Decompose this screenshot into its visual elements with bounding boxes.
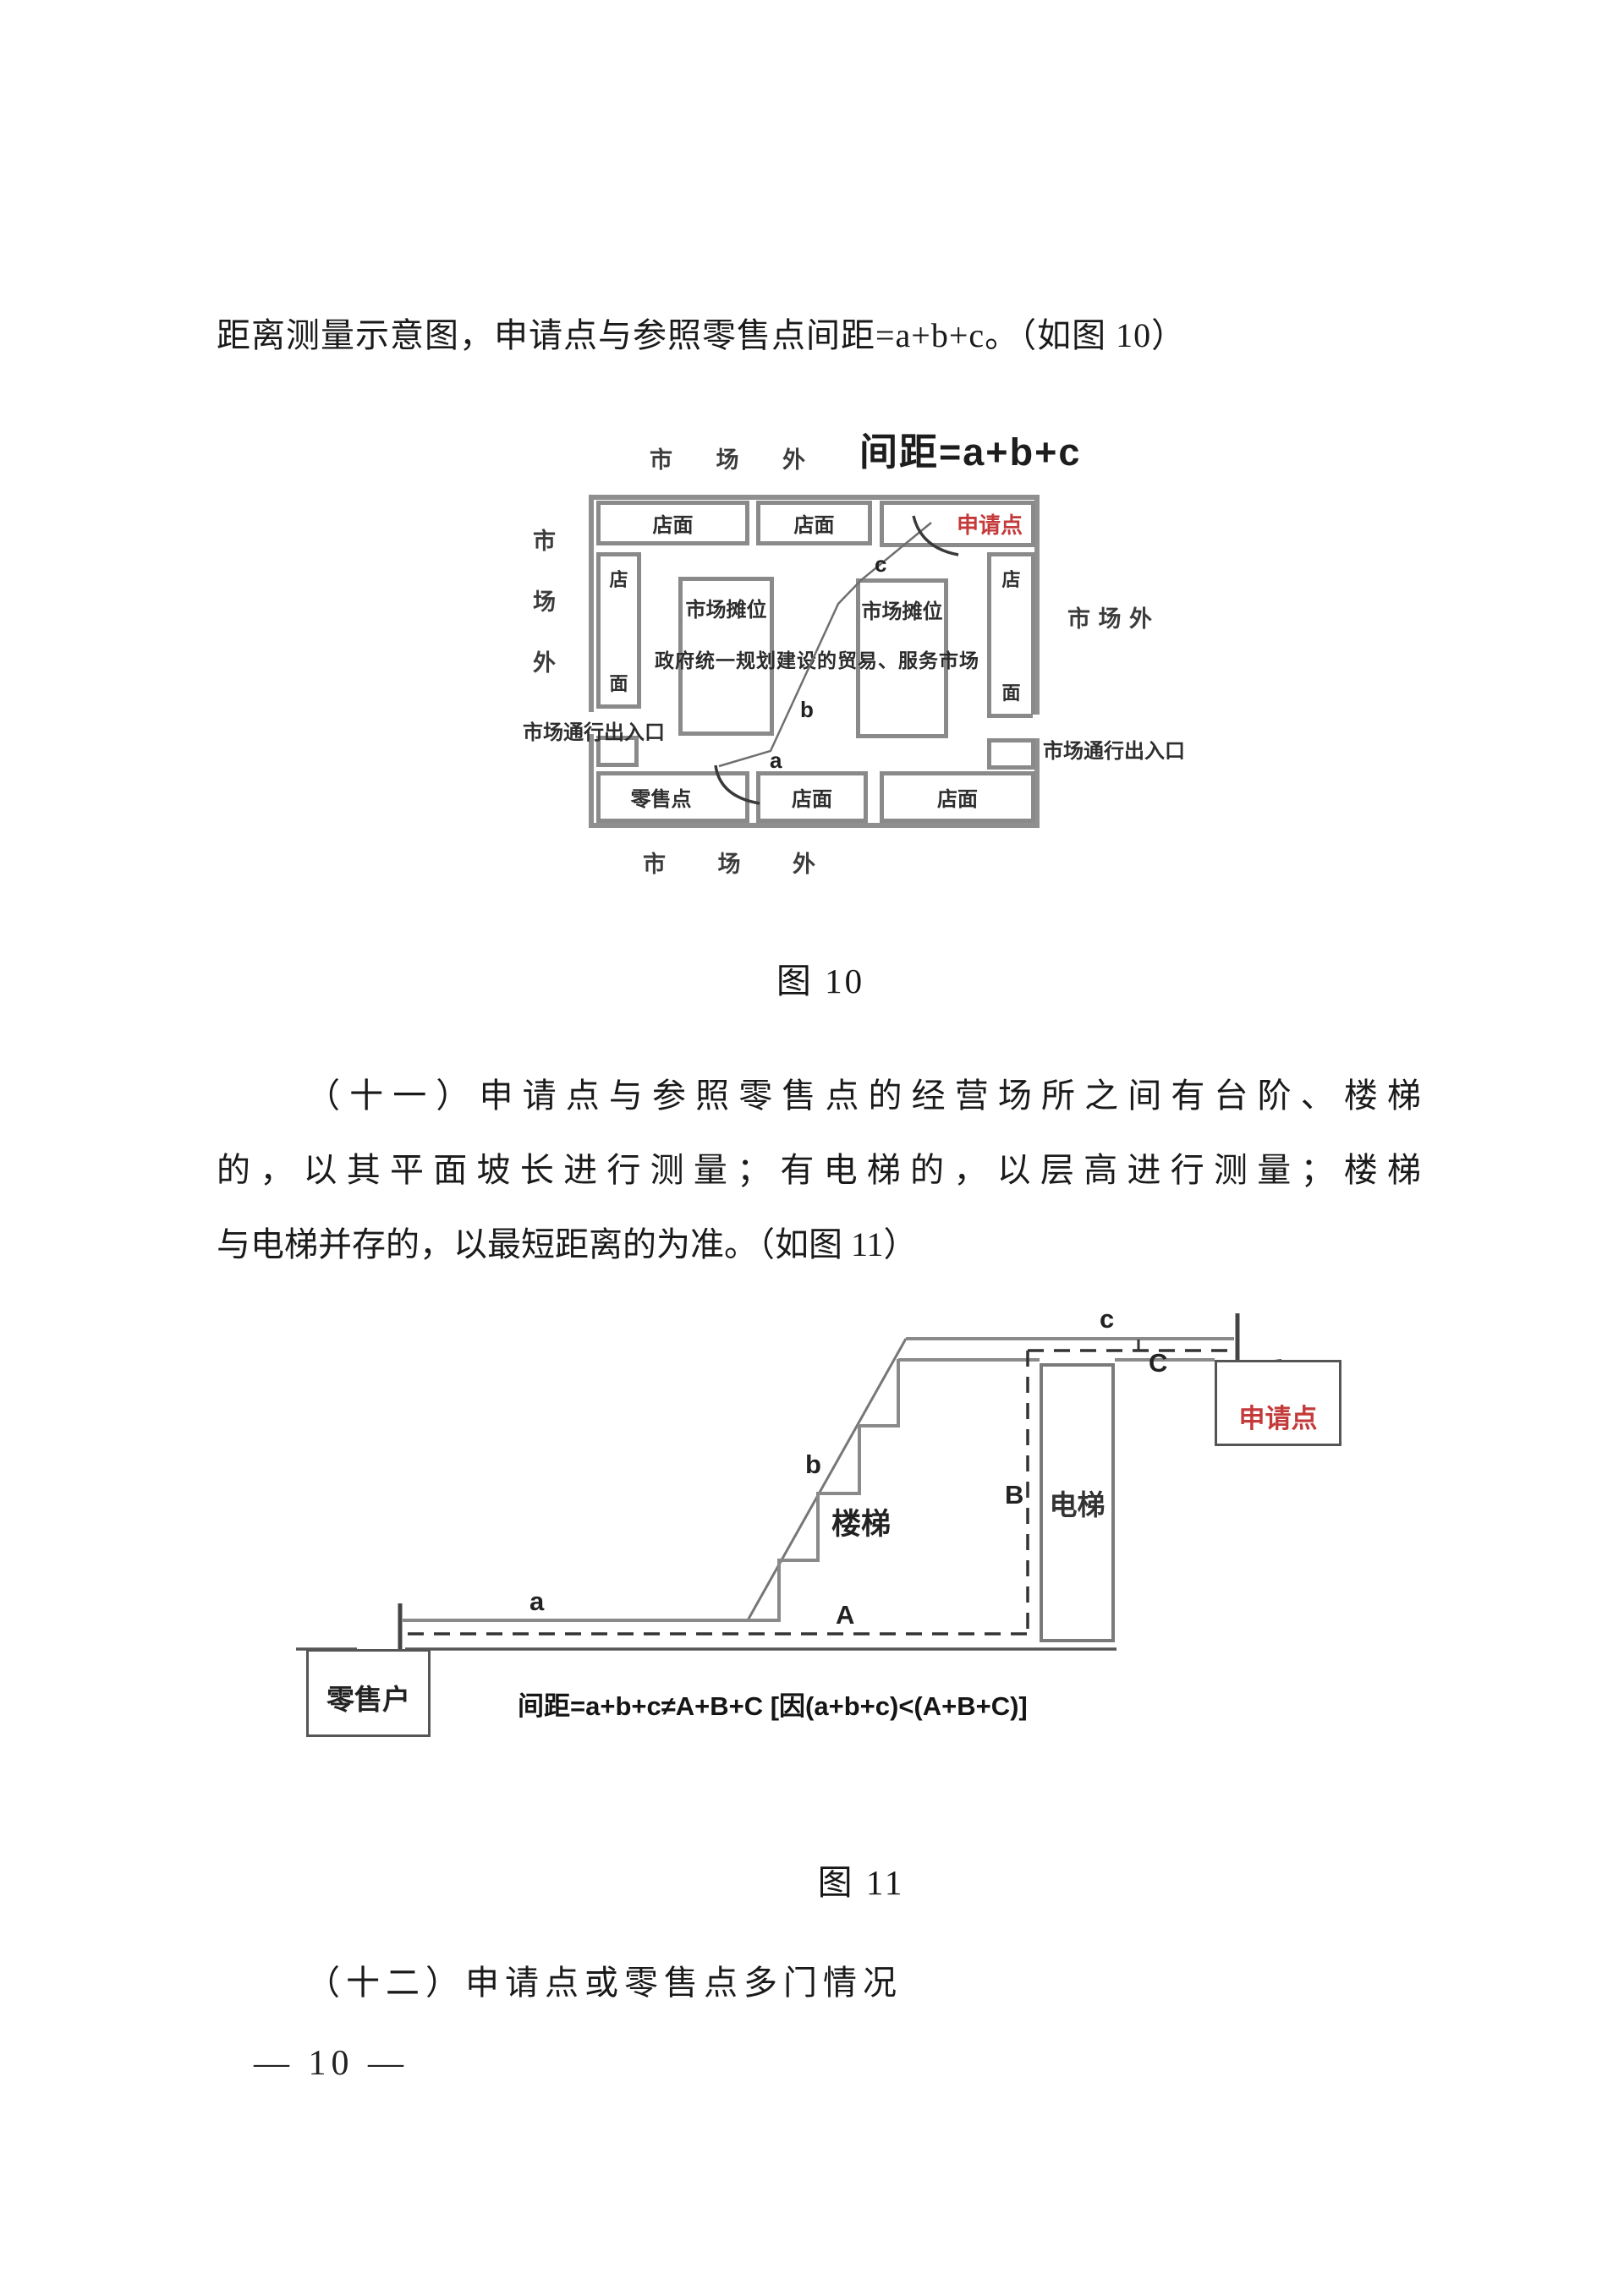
market-outside-label-top: 市 场 外 [650, 447, 825, 473]
market-outside-label-left: 市 场 外 [533, 523, 556, 677]
segment-c-label: c [1100, 1304, 1115, 1334]
retailer-box: 零售户 [306, 1649, 431, 1737]
shopfront-vertical-char: 店 [609, 569, 628, 590]
applicant-point-box: 申请点 [880, 501, 1035, 547]
shopfront-label: 店面 [652, 514, 694, 537]
paragraph-11-line2: 的，以其平面坡长进行测量；有电梯的，以层高进行测量；楼梯 [217, 1151, 1421, 1189]
market-wall-gap-left [584, 712, 595, 734]
segment-B-label: B [1005, 1480, 1024, 1510]
paragraph-11-line3: 与电梯并存的，以最短距离的为准。（如图 11） [217, 1225, 918, 1263]
market-stall-label: 市场摊位 [685, 599, 767, 622]
market-outside-left-char: 场 [533, 589, 556, 615]
shopfront-vertical-char: 面 [1001, 682, 1021, 704]
shopfront-label: 店面 [792, 788, 832, 811]
market-entrance-label-left: 市场通行出入口 [523, 721, 665, 744]
segment-b-label: b [805, 1449, 821, 1479]
retail-point-label: 零售点 [630, 788, 692, 811]
shopfront-label: 店面 [937, 788, 978, 811]
retailer-label: 零售户 [326, 1685, 410, 1716]
segment-C-label: C [1149, 1348, 1168, 1378]
shopfront-vertical-char: 面 [609, 673, 628, 694]
shopfront-box: 店面 [880, 771, 1035, 823]
applicant-point-box: 申请点 [1215, 1360, 1341, 1446]
figure11-caption: 图 11 [817, 1863, 905, 1902]
market-outside-label-bottom: 市 场 外 [643, 852, 839, 877]
market-outside-left-char: 市 [533, 529, 556, 554]
segment-a-label: a [529, 1586, 545, 1616]
market-stall-label: 市场摊位 [861, 600, 943, 623]
shopfront-box-vertical-left: 店 面 [596, 552, 641, 709]
paragraph-12: （十二）申请点或零售点多门情况 [306, 1964, 903, 2002]
applicant-point-label: 申请点 [1238, 1404, 1318, 1433]
market-wall-gap-right [1033, 715, 1045, 738]
intro-line: 距离测量示意图，申请点与参照零售点间距=a+b+c。（如图 10） [217, 316, 1187, 354]
market-outside-left-char: 外 [533, 650, 556, 676]
market-description-text: 政府统一规划建设的贸易、服务市场 [655, 649, 979, 671]
stairs-slope-line [746, 1338, 908, 1621]
segment-c-label: c [875, 551, 887, 577]
wall-stub-left [596, 736, 639, 767]
segment-a-label: a [770, 748, 782, 773]
shopfront-box: 店面 [756, 771, 868, 823]
stairs-steps-zigzag [745, 1359, 900, 1622]
shopfront-box-vertical-right: 店 面 [987, 552, 1035, 718]
segment-A-label: A [836, 1600, 855, 1630]
retail-point-box: 零售点 [596, 771, 749, 823]
figure-11-stairs-elevator-diagram: 零售户 电梯 申请点 a b c A B C 楼梯 间距=a+b+c≠A+B+C… [296, 1302, 1353, 1751]
page-number: — 10 — [254, 2044, 409, 2083]
elevator-box: 电梯 [1040, 1363, 1115, 1642]
figure11-lines [296, 1313, 1282, 1669]
figure11-formula: 间距=a+b+c≠A+B+C [因(a+b+c)<(A+B+C)] [518, 1691, 1028, 1721]
stairs-label: 楼梯 [831, 1508, 892, 1541]
shopfront-box: 店面 [756, 501, 872, 545]
shopfront-vertical-char: 店 [1001, 569, 1021, 590]
market-outside-label-right: 市 场 外 [1067, 606, 1154, 632]
paragraph-11-line1: （十一）申请点与参照零售点的经营场所之间有台阶、楼梯 [306, 1077, 1421, 1115]
wall-stub-right [987, 738, 1035, 770]
applicant-point-label: 申请点 [956, 512, 1023, 538]
market-entrance-label-right: 市场通行出入口 [1043, 740, 1185, 763]
shopfront-box: 店面 [596, 501, 749, 545]
figure-10-market-diagram: 间距=a+b+c 市 场 外 市 场 外 市 场 外 店面 店面 申请点 店 面… [474, 414, 1218, 905]
shopfront-label: 店面 [793, 514, 835, 537]
elevator-label: 电梯 [1049, 1489, 1106, 1521]
figure10-title-formula: 间距=a+b+c [859, 430, 1082, 474]
paragraph-11: （十一）申请点与参照零售点的经营场所之间有台阶、楼梯 的，以其平面坡长进行测量；… [217, 1059, 1421, 1282]
segment-b-label: b [800, 697, 814, 722]
figure10-caption: 图 10 [776, 962, 865, 1000]
